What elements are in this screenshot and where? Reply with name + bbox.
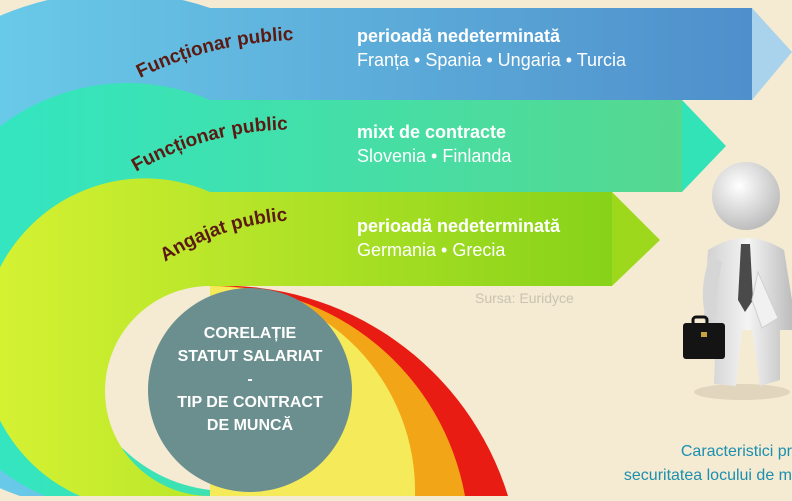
band-2-period: mixt de contracte [357,122,507,142]
band-lime-arrow [612,192,660,286]
band-teal-arrow [682,100,726,192]
band-1-text: perioadă nedeterminată Franța • Spania •… [357,24,626,72]
caption-line-1: Caracteristici pr [680,443,792,460]
band-1-countries: Franța • Spania • Ungaria • Turcia [357,50,627,70]
band-2-countries: Slovenia • Finlanda [357,146,512,166]
band-1-period: perioadă nedeterminată [357,26,561,46]
band-2-text: mixt de contracte Slovenia • Finlanda [357,120,511,168]
center-line-4: TIP DE CONTRACT [177,394,323,411]
center-circle [148,288,352,492]
center-line-5: DE MUNCĂ [206,417,294,434]
band-blue-arrow [752,8,792,100]
source-note: Sursa: Euridyce [475,290,574,306]
band-3-text: perioadă nedeterminată Germania • Grecia [357,214,560,262]
center-line-2: STATUT SALARIAT [177,348,323,365]
band-3-period: perioadă nedeterminată [357,216,561,236]
center-line-3: - [247,371,253,388]
band-lime [0,178,612,496]
caption: Caracteristici pr securitatea locului de… [552,440,792,488]
center-label: CORELAȚIE STATUT SALARIAT - TIP DE CONTR… [150,322,350,437]
businessman-figure-icon [694,162,792,400]
center-line-1: CORELAȚIE [203,325,297,342]
briefcase-icon [683,315,725,359]
band-3-countries: Germania • Grecia [357,240,506,260]
caption-line-2: securitatea locului de m [623,467,792,484]
